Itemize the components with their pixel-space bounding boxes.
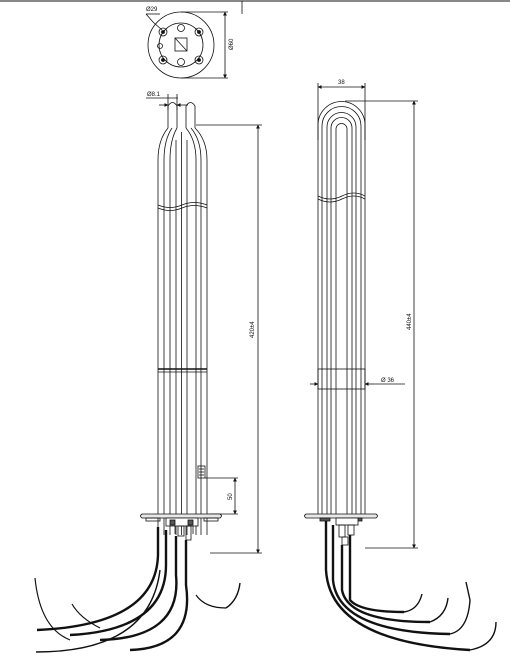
side-view: [304, 83, 497, 652]
cable: [99, 536, 178, 642]
label-dia-body: Ø 36: [381, 378, 395, 384]
tube-loop: [167, 106, 178, 128]
flange-plate: [304, 513, 378, 519]
label-dia-tube: Ø8.1: [147, 92, 161, 98]
top-view: [145, 11, 228, 79]
cable: [348, 535, 405, 614]
cable: [129, 540, 189, 652]
body-sleeve: [317, 368, 366, 390]
label-dia-flange: Ø60: [229, 38, 235, 50]
label-width-side: 38: [338, 80, 345, 86]
label-height-terminals: 50: [228, 493, 234, 500]
front-view: [34, 94, 262, 653]
label-dia-bolt-circle: Ø29: [146, 7, 158, 13]
cable: [340, 545, 431, 624]
flange-inner-circle: [158, 22, 204, 68]
terminal-hole: [194, 55, 204, 65]
cable-outer: [35, 569, 161, 653]
terminal-block: [335, 517, 359, 526]
cable: [331, 525, 451, 636]
tube-bundle-outline: [157, 127, 169, 535]
flange-center-square: [174, 37, 188, 52]
terminal-hole: [177, 58, 185, 66]
cable: [36, 527, 160, 632]
label-length-front: 420±4: [250, 321, 256, 338]
terminal-hole: [158, 27, 168, 37]
tube-loop: [317, 101, 366, 140]
label-length-side: 440±4: [407, 313, 413, 330]
cable: [69, 530, 168, 637]
terminal-hole: [177, 24, 185, 32]
cable: [324, 521, 471, 652]
terminal-hole: [158, 55, 168, 65]
tube-loop: [185, 106, 196, 128]
flange-plate: [140, 513, 222, 519]
terminal-hole: [194, 27, 204, 37]
